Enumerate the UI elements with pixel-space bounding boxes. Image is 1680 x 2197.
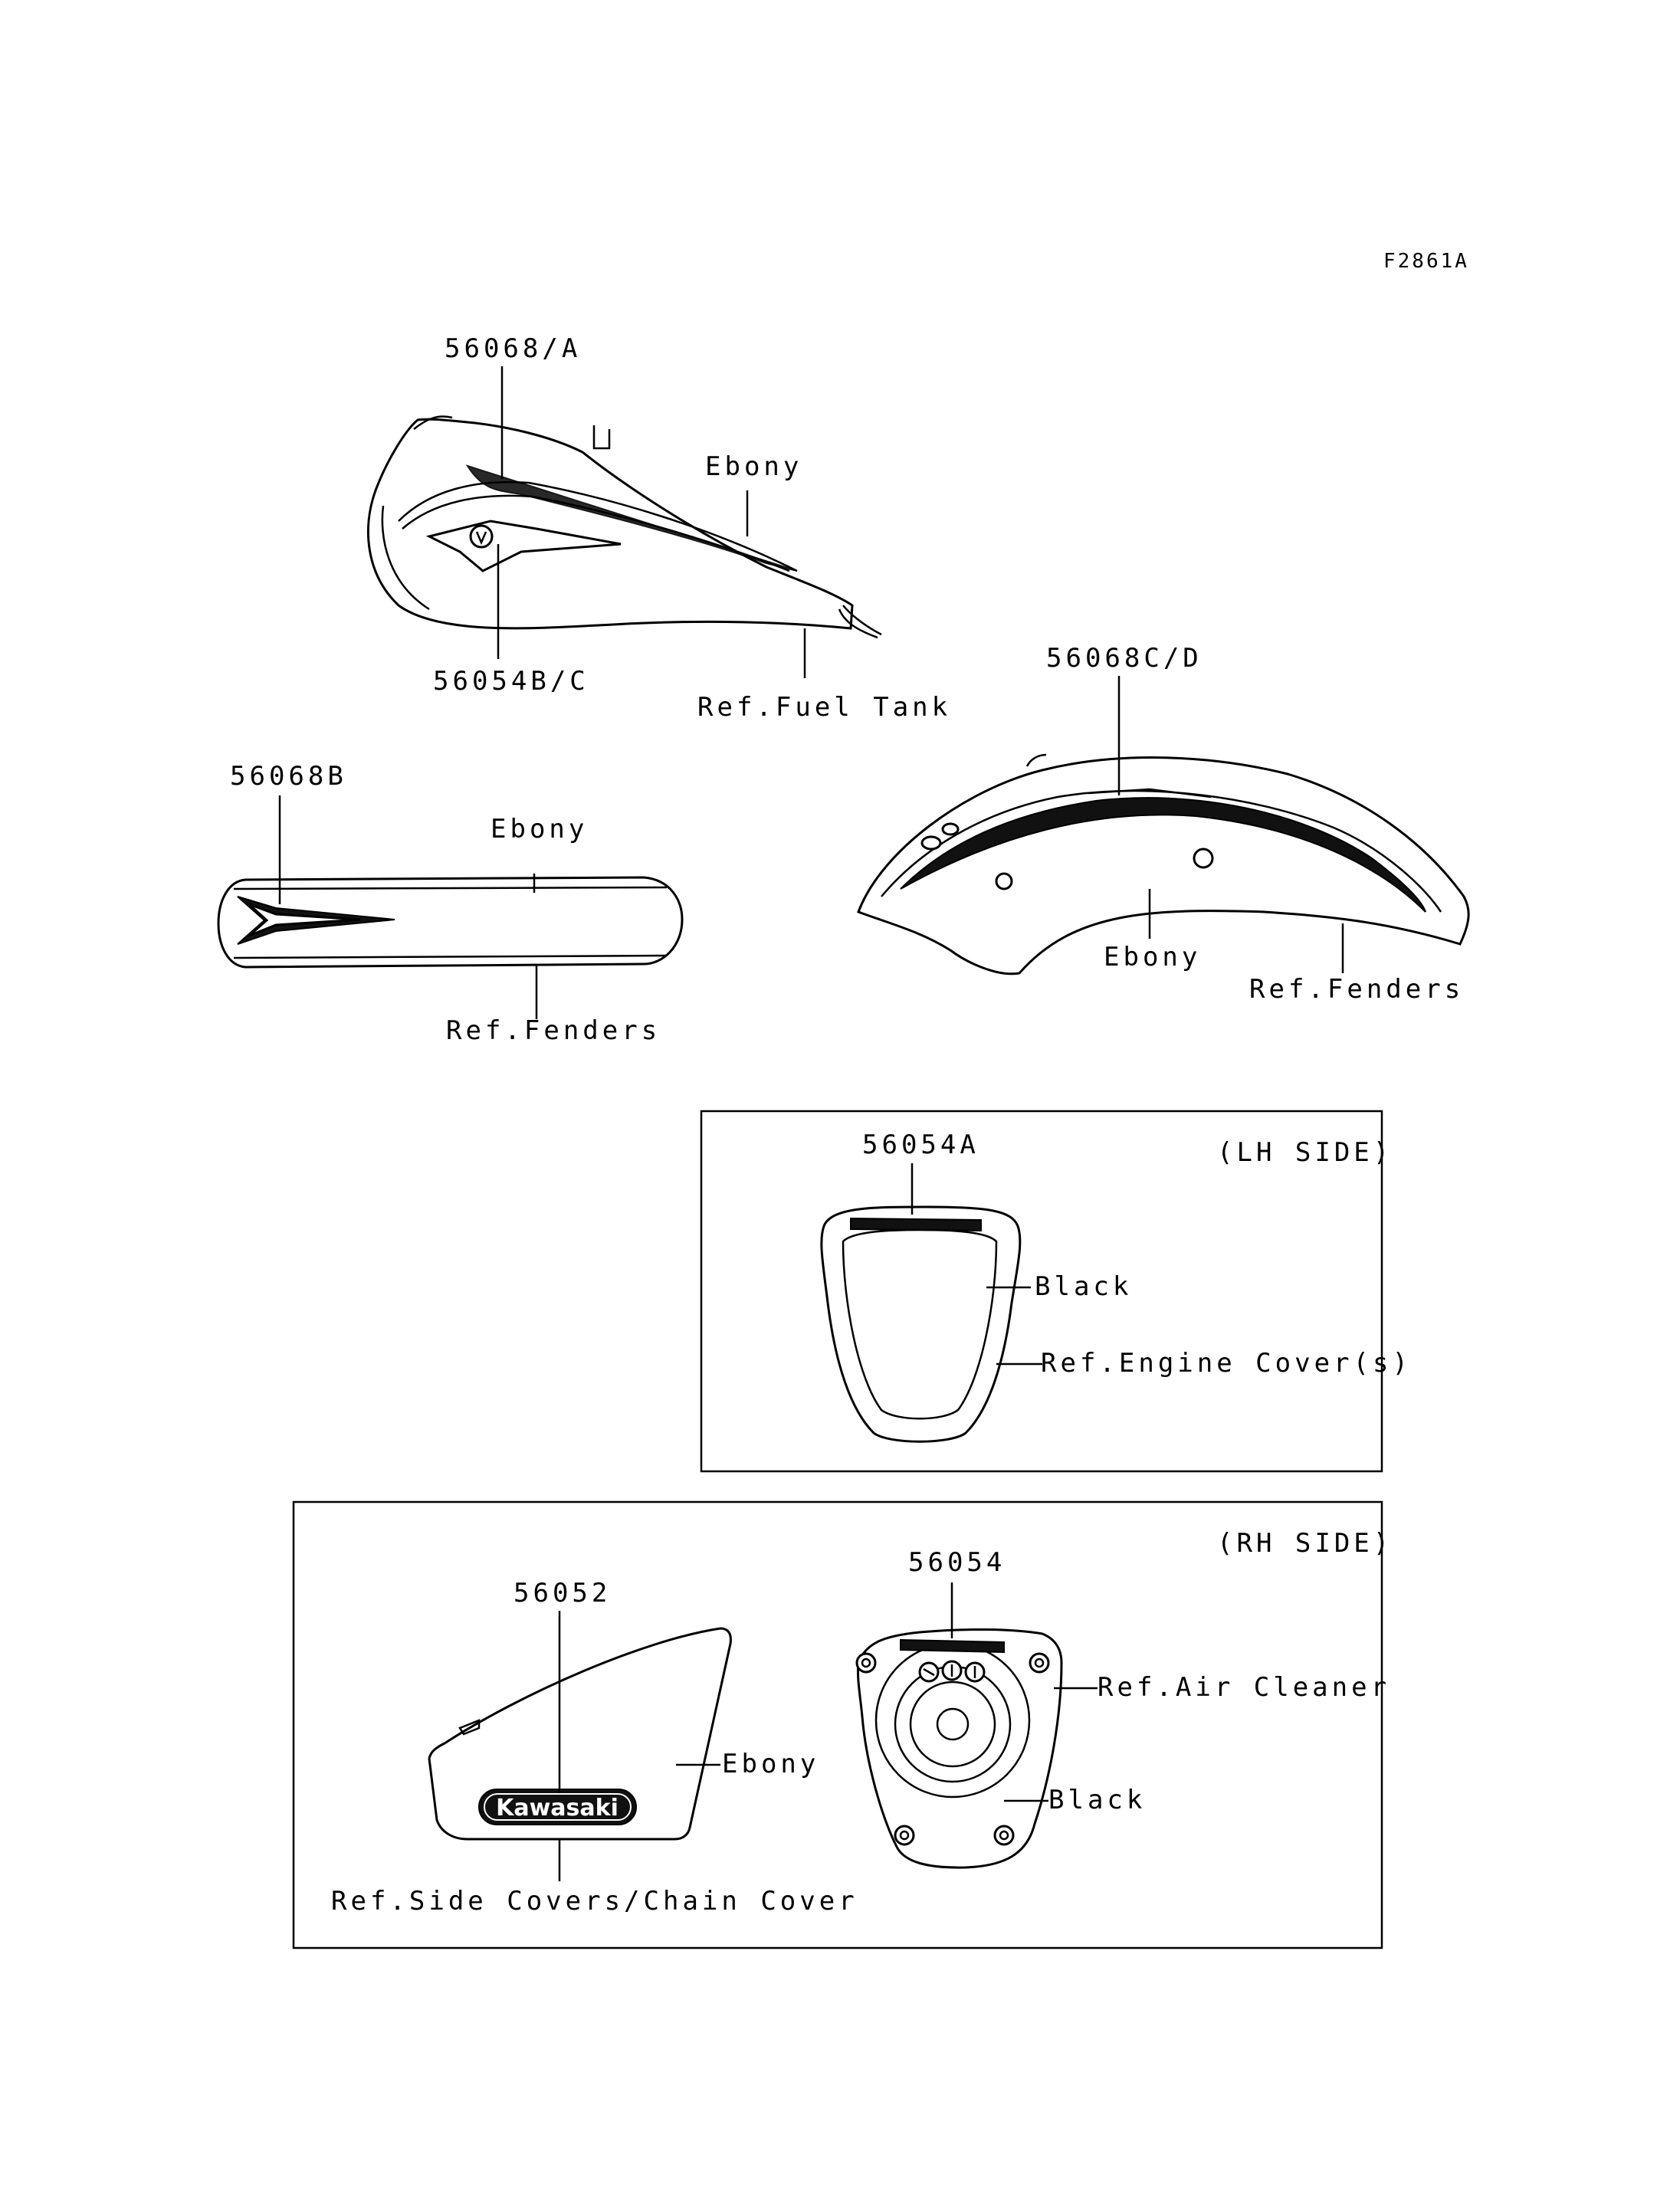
side-cover-ref-label: Ref.Side Covers/Chain Cover bbox=[331, 1886, 858, 1917]
rear-fender-illustration bbox=[857, 753, 1470, 976]
fuel-tank-color-label: Ebony bbox=[705, 451, 802, 482]
lh-side-ref-label: Ref.Engine Cover(s) bbox=[1041, 1348, 1412, 1379]
lh-side-color-label: Black bbox=[1035, 1271, 1132, 1302]
lh-side-panel bbox=[700, 1110, 1383, 1473]
engine-cover-emblem bbox=[862, 1219, 868, 1230]
front-fender-part-number: 56068B bbox=[230, 761, 347, 792]
fuel-tank-ref-label: Ref.Fuel Tank bbox=[697, 692, 951, 723]
air-cleaner-color-label: Black bbox=[1048, 1785, 1146, 1815]
side-cover-illustration: Kawasaki bbox=[428, 1627, 732, 1841]
air-cleaner-part-number: 56054 bbox=[908, 1547, 1006, 1578]
side-cover-color-label: Ebony bbox=[722, 1749, 819, 1779]
front-fender-color-label: Ebony bbox=[491, 814, 588, 844]
rear-fender-part-number: 56068C/D bbox=[1046, 643, 1203, 674]
air-cleaner-ref-label: Ref.Air Cleaner bbox=[1098, 1672, 1390, 1703]
rear-fender-ref-label: Ref.Fenders bbox=[1249, 974, 1464, 1005]
rh-side-panel bbox=[292, 1500, 1383, 1949]
front-fender-illustration bbox=[217, 876, 684, 969]
figure-code: F2861A bbox=[1383, 250, 1469, 273]
side-cover-part-number: 56052 bbox=[514, 1578, 611, 1608]
kawasaki-logo-text: Kawasaki bbox=[496, 1795, 619, 1822]
fuel-tank-illustration bbox=[366, 415, 882, 639]
rear-fender-color-label: Ebony bbox=[1104, 942, 1201, 972]
fuel-tank-lower-part-number: 56054B/C bbox=[433, 666, 589, 697]
rh-side-title: (RH SIDE) bbox=[1217, 1528, 1393, 1559]
air-cleaner-illustration bbox=[855, 1628, 1063, 1869]
lh-side-title: (LH SIDE) bbox=[1217, 1137, 1393, 1168]
front-fender-ref-label: Ref.Fenders bbox=[446, 1015, 661, 1046]
lh-side-part-number: 56054A bbox=[862, 1130, 979, 1160]
engine-cover-illustration bbox=[820, 1205, 1022, 1443]
fuel-tank-upper-part-number: 56068/A bbox=[445, 333, 581, 364]
